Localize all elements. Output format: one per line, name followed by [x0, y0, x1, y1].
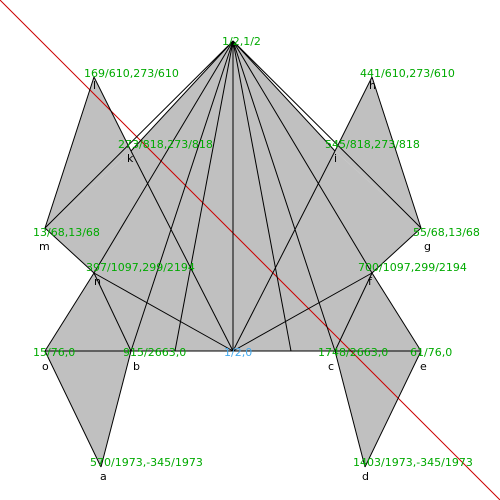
- edge: [232, 40, 336, 152]
- coord-label-l: 169/610,273/610: [84, 67, 179, 80]
- edge: [100, 350, 132, 468]
- coord-label-a: 570/1973,-345/1973: [90, 456, 203, 469]
- edge: [130, 40, 234, 152]
- edge: [232, 150, 336, 352]
- coord-label-center: 1/2,0: [224, 346, 252, 359]
- edge: [44, 227, 95, 274]
- edge: [93, 272, 132, 352]
- vertex-letter-i: i: [334, 152, 337, 165]
- coord-label-i: 545/818,273/818: [325, 138, 420, 151]
- coord-label-n: 397/1097,299/2194: [86, 261, 195, 274]
- edge: [371, 272, 422, 352]
- vertex-letter-k: k: [127, 152, 134, 165]
- vertex-letter-b: b: [133, 360, 140, 373]
- edge: [334, 272, 373, 352]
- coord-label-e: 61/76,0: [410, 346, 452, 359]
- edge: [371, 76, 422, 229]
- coordinate-labels: 1/2,1/2 169/610,273/610 441/610,273/610 …: [33, 35, 480, 469]
- vertex-letter-a: a: [100, 470, 107, 483]
- edge: [232, 40, 336, 352]
- coord-label-o: 15/76,0: [33, 346, 75, 359]
- coord-label-f: 700/1097,299/2194: [358, 261, 467, 274]
- face-flap-left: [45, 77, 131, 228]
- vertex-letter-d: d: [362, 470, 369, 483]
- edges: [44, 40, 422, 468]
- face-flap-right: [335, 77, 421, 228]
- vertex-letter-f: f: [368, 275, 373, 288]
- edge: [232, 272, 373, 352]
- coord-label-m: 13/68,13/68: [33, 226, 100, 239]
- edge: [371, 227, 422, 274]
- edge: [44, 40, 234, 229]
- coord-label-c: 1748/2663,0: [318, 346, 388, 359]
- edge: [174, 40, 234, 352]
- edge: [44, 350, 102, 468]
- vertex-letter-g: g: [424, 240, 431, 253]
- vertex-letter-e: e: [420, 360, 427, 373]
- coord-label-h: 441/610,273/610: [360, 67, 455, 80]
- edge: [44, 76, 95, 229]
- edge: [334, 350, 366, 468]
- coord-label-top: 1/2,1/2: [222, 35, 261, 48]
- vertex-letter-c: c: [328, 360, 334, 373]
- edge: [334, 76, 373, 152]
- face-bottom-center: [45, 273, 421, 351]
- edge: [130, 150, 234, 352]
- edge: [130, 40, 234, 352]
- coord-label-k: 273/818,273/818: [118, 138, 213, 151]
- vertex-letter-n: n: [94, 275, 101, 288]
- edge: [44, 272, 95, 352]
- edge: [232, 40, 422, 229]
- coord-label-g: 55/68,13/68: [413, 226, 480, 239]
- vertex-letter-l: l: [93, 79, 96, 92]
- vertex-letter-h: h: [369, 79, 376, 92]
- edge: [93, 76, 132, 152]
- coord-label-b: 915/2663,0: [123, 346, 186, 359]
- edge: [232, 40, 373, 274]
- edge: [93, 40, 234, 274]
- vertex-letter-o: o: [42, 360, 49, 373]
- vertex-letters: l h k i m g n f o b c e a d: [39, 79, 431, 483]
- coord-label-d: 1403/1973,-345/1973: [353, 456, 473, 469]
- edge: [232, 40, 292, 352]
- edge: [93, 272, 234, 352]
- edge: [364, 350, 422, 468]
- vertex-letter-m: m: [39, 240, 50, 253]
